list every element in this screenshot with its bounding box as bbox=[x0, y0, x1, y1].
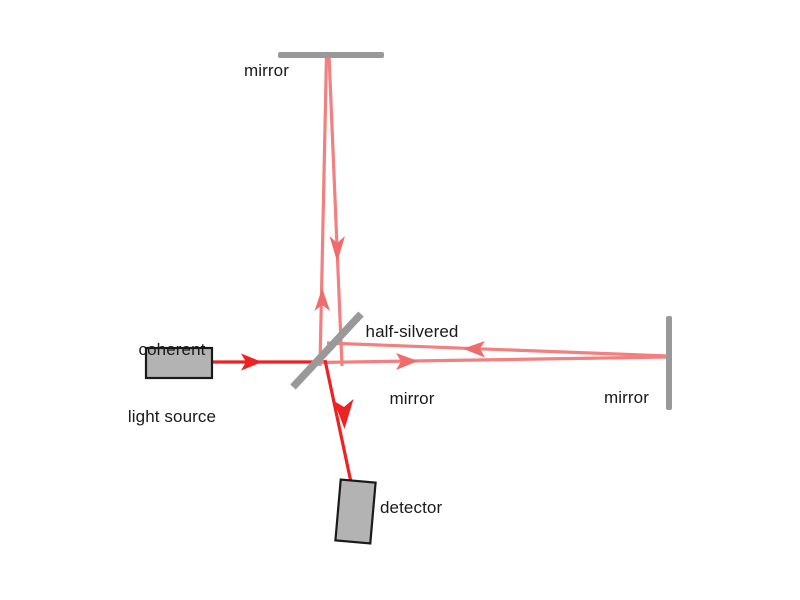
light-source-label-line1: coherent bbox=[138, 339, 206, 359]
component-group bbox=[144, 52, 672, 545]
detector-label: detector bbox=[380, 498, 443, 517]
beam-line bbox=[318, 54, 329, 367]
beam-group bbox=[212, 54, 669, 488]
beam-line bbox=[317, 355, 669, 365]
top-mirror-component bbox=[278, 52, 384, 58]
beam-arrowhead-down bbox=[334, 399, 354, 429]
beam-splitter-to-top-mirror bbox=[314, 54, 330, 367]
beam-line bbox=[326, 341, 669, 358]
right-mirror-component bbox=[666, 316, 672, 410]
right-mirror-label: mirror bbox=[604, 388, 649, 407]
beam-source-to-splitter bbox=[212, 353, 325, 371]
beam-splitter-to-detector bbox=[323, 359, 354, 488]
beam-arrowhead-down bbox=[329, 236, 345, 262]
half-silvered-mirror-label-line2: mirror bbox=[389, 389, 435, 409]
beam-right-mirror-to-splitter bbox=[326, 341, 669, 358]
top-mirror-label: mirror bbox=[244, 61, 289, 80]
half-silvered-mirror-label-line1: half-silvered bbox=[365, 321, 459, 341]
beam-arrowhead-left bbox=[463, 341, 485, 358]
beam-arrowhead-right bbox=[396, 353, 418, 370]
detector-component bbox=[334, 478, 377, 545]
beam-arrowhead-up bbox=[314, 288, 330, 311]
beam-splitter-to-right-mirror bbox=[317, 353, 669, 370]
half-silvered-mirror-component bbox=[290, 311, 364, 390]
light-source-component bbox=[144, 346, 214, 380]
beam-top-mirror-to-splitter bbox=[327, 54, 345, 367]
beam-arrowhead-right bbox=[241, 353, 262, 371]
beam-line bbox=[323, 359, 354, 488]
light-source-label: coherent light source bbox=[116, 294, 228, 474]
beam-line bbox=[327, 54, 344, 367]
half-silvered-mirror-label: half-silvered mirror bbox=[352, 276, 472, 456]
light-source-label-line2: light source bbox=[127, 407, 217, 427]
